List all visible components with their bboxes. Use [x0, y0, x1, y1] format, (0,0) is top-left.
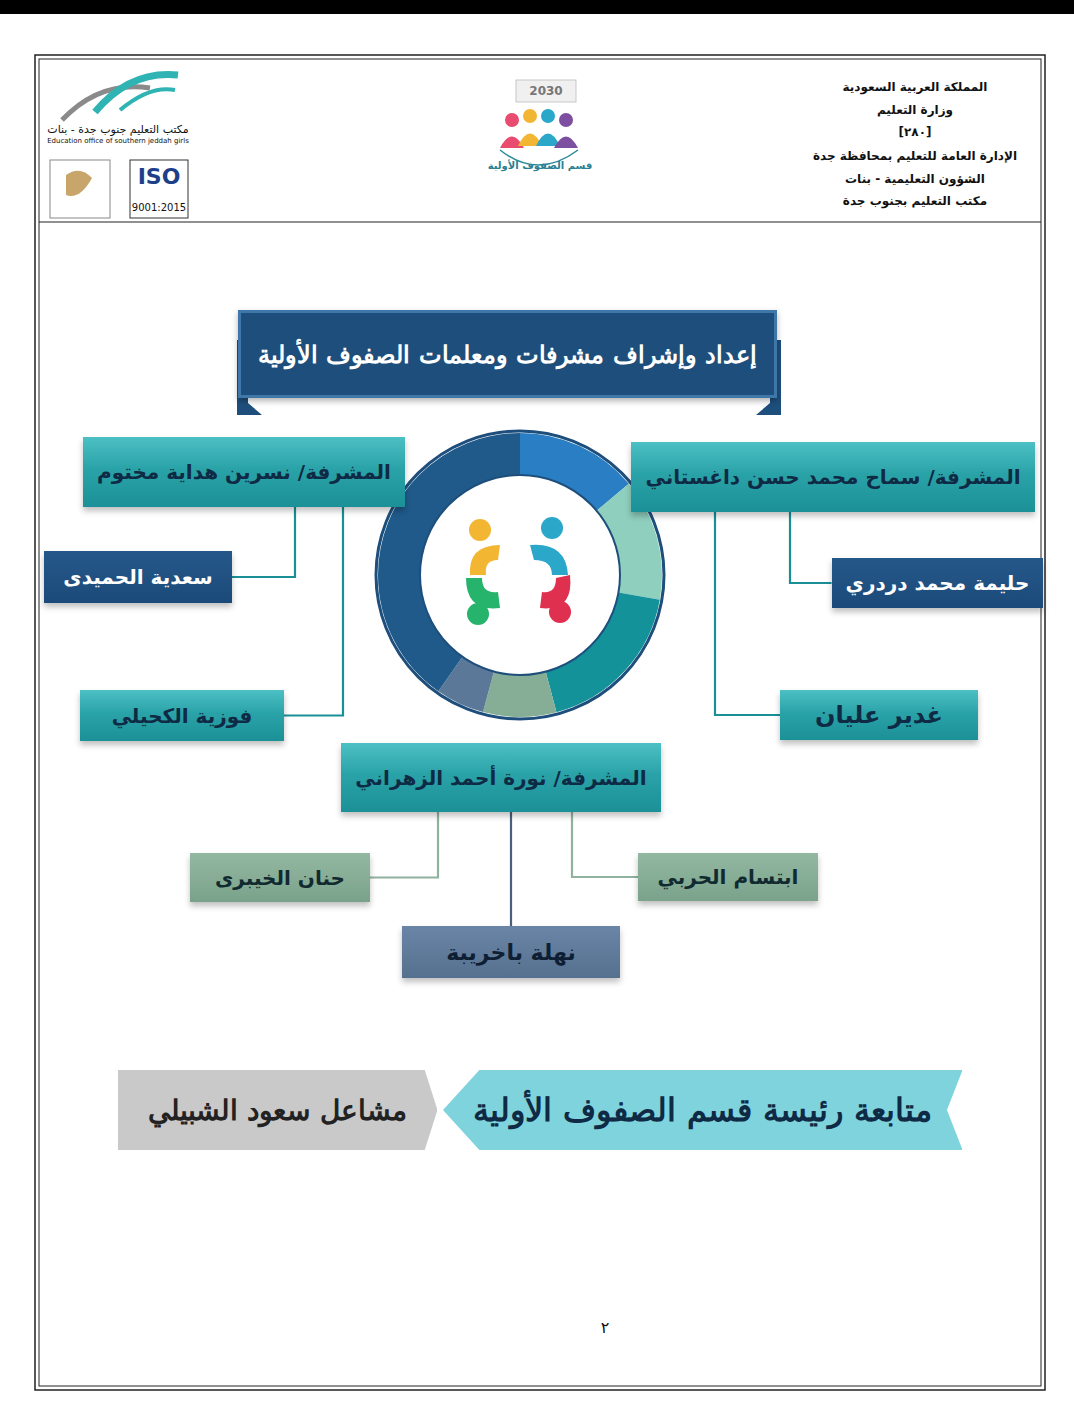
node-text: نهلة باخريبة [446, 940, 575, 965]
header-rule [39, 221, 1041, 222]
node-text: فوزية الكحيلي [112, 704, 253, 728]
connector-line [715, 512, 780, 715]
supervisor-box: المشرفة/ نسرين هداية مختوم [83, 437, 405, 507]
award-mark [66, 171, 92, 196]
connector-line [284, 507, 343, 716]
teacher-box: فوزية الكحيلي [80, 690, 284, 741]
header-line: المملكة العربية السعودية [805, 80, 1025, 94]
page-border-inner [39, 59, 1041, 1386]
node-text: متابعة رئيسة قسم الصفوف الأولية [473, 1091, 933, 1129]
teacher-box: ابتسام الحربي [638, 853, 818, 901]
node-text: المشرفة/ نورة أحمد الزهراني [355, 766, 646, 790]
people-icon [466, 517, 571, 625]
teacher-box: نهلة باخريبة [402, 926, 620, 978]
supervisor-box: المشرفة/ نورة أحمد الزهراني [341, 743, 660, 812]
header-line: الإدارة العامة للتعليم بمحافظة جدة [795, 149, 1035, 163]
page-border [35, 55, 1045, 1390]
supervisor-box: المشرفة/ سماح محمد حسن داغستاني [631, 442, 1034, 512]
header-line: [٢٨٠] [805, 125, 1025, 139]
award-logo [50, 160, 110, 218]
connector-line [790, 512, 832, 583]
header-line: مكتب التعليم بجنوب جدة [805, 194, 1025, 208]
teacher-box: غدير عليان [780, 690, 978, 740]
node-text: المشرفة/ سماح محمد حسن داغستاني [645, 465, 1020, 489]
page-number: ٢ [585, 1318, 625, 1337]
office-logo [62, 74, 178, 120]
top-bar [0, 0, 1074, 14]
logo-caption: مكتب التعليم جنوب جدة - بنات [38, 123, 198, 136]
logo-caption: قسم الصفوف الأولية [485, 160, 595, 171]
logo-caption-english: Education office of southern jeddah girl… [33, 137, 203, 145]
teacher-box: سعدية الحميدى [44, 551, 232, 603]
department-logo [500, 80, 578, 165]
node-text: حليمة محمد دردري [846, 571, 1030, 595]
donut-chart [376, 431, 664, 719]
iso-number: 9001:2015 [130, 202, 188, 213]
node-text: حنان الخيبرى [215, 866, 345, 890]
head-name-banner: مشاعل سعود الشبيلي [118, 1070, 438, 1150]
title-banner: إعداد وإشراف مشرفات ومعلمات الصفوف الأول… [238, 310, 777, 398]
header-line: وزارة التعليم [805, 103, 1025, 117]
connector-line [572, 812, 638, 877]
teacher-box: حليمة محمد دردري [832, 558, 1044, 608]
title-text: إعداد وإشراف مشرفات ومعلمات الصفوف الأول… [258, 340, 757, 369]
connector-line [232, 507, 295, 577]
node-text: ابتسام الحربي [658, 865, 799, 889]
header-line: الشؤون التعليمية - بنات [805, 172, 1025, 186]
connector-line [370, 812, 438, 878]
connector-line [510, 812, 512, 926]
node-text: غدير عليان [815, 701, 943, 729]
follow-up-banner: متابعة رئيسة قسم الصفوف الأولية [443, 1070, 963, 1150]
node-text: مشاعل سعود الشبيلي [148, 1094, 408, 1127]
vision-mark: 2030 [516, 84, 576, 98]
node-text: سعدية الحميدى [63, 565, 212, 589]
iso-frame [130, 160, 188, 218]
node-text: المشرفة/ نسرين هداية مختوم [97, 460, 391, 484]
teacher-box: حنان الخيبرى [190, 853, 370, 902]
iso-mark: ISO [130, 164, 188, 189]
